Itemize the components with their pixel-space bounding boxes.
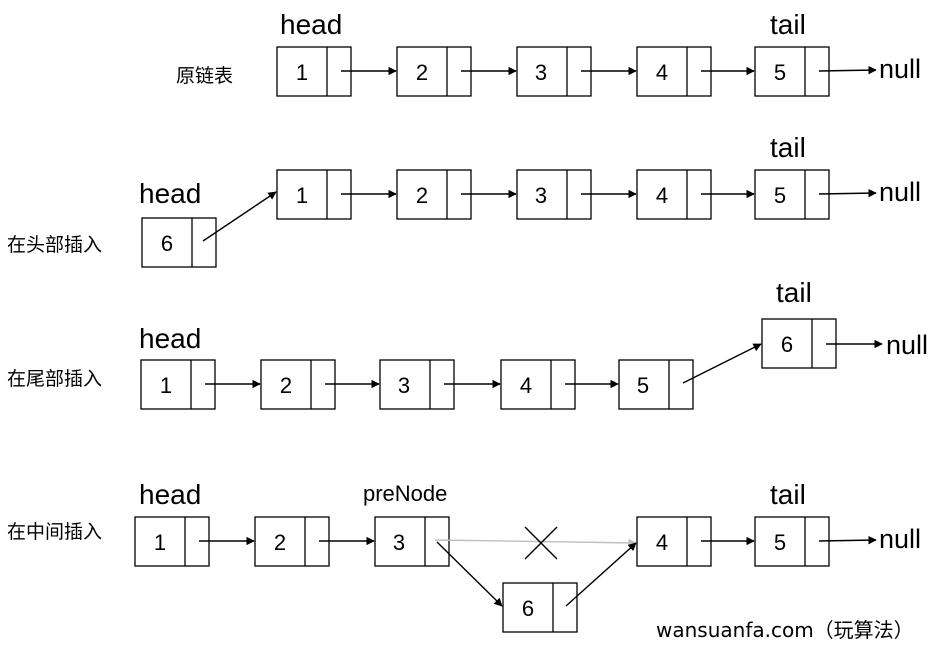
node-value: 1 — [160, 373, 172, 398]
tail-pointer-label: tail — [776, 277, 812, 308]
cross-mark-icon — [524, 526, 558, 560]
row-insert-head: 在头部插入 head tail 6 1 2 3 4 — [7, 132, 921, 268]
watermark-text: wansuanfa.com（玩算法） — [656, 618, 914, 642]
null-arrow — [818, 65, 877, 75]
row-label-insert-head: 在头部插入 — [7, 234, 102, 256]
prenode-to-new-arrow — [436, 541, 503, 607]
null-label: null — [879, 524, 921, 554]
head-pointer-label: head — [139, 479, 201, 510]
list-node-1: 1 — [134, 516, 210, 567]
null-label: null — [879, 54, 921, 84]
list-node-3: 3 — [374, 516, 450, 567]
removed-link-arrow — [434, 538, 637, 548]
node-value: 5 — [774, 530, 786, 555]
node-value: 1 — [296, 183, 308, 208]
tail-pointer-label: tail — [770, 479, 806, 510]
head-pointer-label: head — [139, 178, 201, 209]
list-node-5: 5 — [754, 169, 830, 220]
node-value: 3 — [398, 373, 410, 398]
node-value: 1 — [154, 530, 166, 555]
list-node-3: 3 — [516, 169, 592, 220]
list-node-1: 1 — [276, 169, 352, 220]
new-node-next-arrow — [202, 191, 277, 242]
tail-pointer-label: tail — [770, 132, 806, 163]
node-value: 5 — [774, 60, 786, 85]
row-insert-tail: 在尾部插入 head tail 1 2 3 4 5 — [7, 277, 928, 410]
list-node-3: 3 — [379, 359, 455, 410]
null-label: null — [879, 177, 921, 207]
null-arrow — [818, 535, 877, 545]
new-to-next-arrow — [565, 542, 637, 607]
node-value: 2 — [280, 373, 292, 398]
row-insert-middle: 在中间插入 head preNode tail 1 2 3 4 5 — [7, 479, 921, 633]
node-value: 6 — [522, 596, 534, 621]
node-value: 4 — [520, 373, 532, 398]
list-node-1: 1 — [276, 46, 352, 97]
node-value: 2 — [274, 530, 286, 555]
row-label-insert-tail: 在尾部插入 — [7, 368, 102, 390]
node-value: 5 — [637, 373, 649, 398]
list-node-1: 1 — [140, 359, 216, 410]
node-value: 4 — [656, 530, 668, 555]
node-value: 2 — [416, 60, 428, 85]
node-value: 3 — [535, 183, 547, 208]
list-node-2: 2 — [254, 516, 330, 567]
node-value: 3 — [535, 60, 547, 85]
new-node-6: 6 — [141, 217, 217, 268]
list-node-5: 5 — [754, 46, 830, 97]
list-node-2: 2 — [396, 169, 472, 220]
node-value: 6 — [161, 231, 173, 256]
tail-link-arrow — [682, 343, 762, 384]
list-node-2: 2 — [260, 359, 336, 410]
tail-pointer-label: tail — [770, 9, 806, 40]
null-label: null — [886, 330, 928, 360]
list-node-2: 2 — [396, 46, 472, 97]
list-node-5: 5 — [754, 516, 830, 567]
null-arrow — [818, 188, 877, 198]
row-label-original: 原链表 — [176, 65, 233, 87]
row-original: 原链表 head tail 1 2 3 4 5 — [176, 9, 921, 97]
list-node-4: 4 — [636, 46, 712, 97]
node-value: 5 — [774, 183, 786, 208]
list-node-5: 5 — [618, 359, 694, 410]
row-label-insert-middle: 在中间插入 — [7, 521, 102, 543]
node-value: 6 — [781, 332, 793, 357]
head-pointer-label: head — [280, 9, 342, 40]
node-value: 2 — [416, 183, 428, 208]
list-node-3: 3 — [516, 46, 592, 97]
list-node-4: 4 — [636, 516, 712, 567]
prenode-pointer-label: preNode — [363, 481, 447, 506]
node-value: 1 — [296, 60, 308, 85]
node-value: 3 — [393, 530, 405, 555]
head-pointer-label: head — [139, 323, 201, 354]
list-node-4: 4 — [500, 359, 576, 410]
node-value: 4 — [656, 183, 668, 208]
node-value: 4 — [656, 60, 668, 85]
list-node-4: 4 — [636, 169, 712, 220]
new-node-6: 6 — [761, 318, 837, 369]
new-node-6: 6 — [502, 582, 578, 633]
